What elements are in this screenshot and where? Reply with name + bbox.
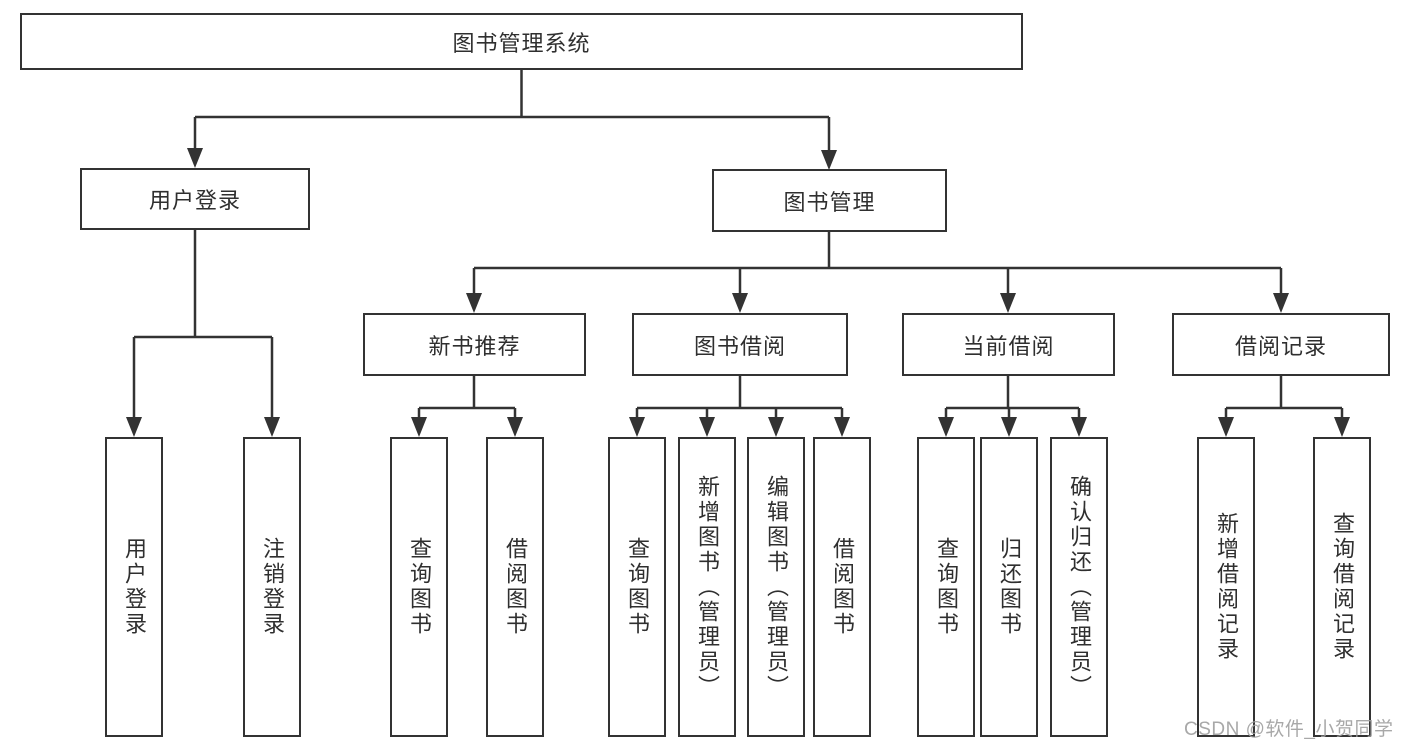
leaf-confirm-return-admin: 确认归还（管理员） (1050, 437, 1108, 737)
csdn-watermark: CSDN @软件_小贺同学 (1184, 719, 1394, 740)
node-new-book-recommend: 新书推荐 (363, 313, 586, 376)
leaf-edit-books-admin: 编辑图书（管理员） (747, 437, 805, 737)
leaf-query-books-3: 查询图书 (917, 437, 975, 737)
node-book-borrow: 图书借阅 (632, 313, 848, 376)
leaf-borrow-books-2: 借阅图书 (813, 437, 871, 737)
leaf-add-borrow-record: 新增借阅记录 (1197, 437, 1255, 737)
node-library-management-system: 图书管理系统 (20, 13, 1023, 70)
leaf-query-borrow-record: 查询借阅记录 (1313, 437, 1371, 737)
leaf-add-books-admin: 新增图书（管理员） (678, 437, 736, 737)
leaf-logout: 注销登录 (243, 437, 301, 737)
leaf-query-books-1: 查询图书 (390, 437, 448, 737)
leaf-return-books: 归还图书 (980, 437, 1038, 737)
node-borrow-records: 借阅记录 (1172, 313, 1390, 376)
node-user-login: 用户登录 (80, 168, 310, 230)
node-book-management: 图书管理 (712, 169, 947, 232)
leaf-borrow-books-1: 借阅图书 (486, 437, 544, 737)
leaf-query-books-2: 查询图书 (608, 437, 666, 737)
arrowheads (126, 148, 1350, 437)
leaf-user-login: 用户登录 (105, 437, 163, 737)
node-current-borrow: 当前借阅 (902, 313, 1115, 376)
